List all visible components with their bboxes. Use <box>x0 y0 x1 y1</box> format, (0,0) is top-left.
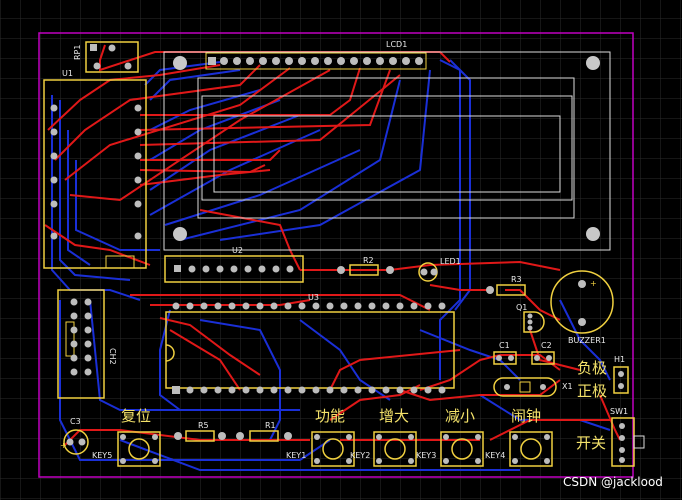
key3-button: KEY3 <box>416 431 484 467</box>
buzzer1-label: BUZZER1 <box>568 336 606 345</box>
r3-label: R3 <box>511 275 522 284</box>
rp1-component: RP1 <box>73 41 139 73</box>
h1-label: H1 <box>614 355 625 364</box>
c1-component: C1 <box>493 341 517 365</box>
led1-label: LED1 <box>440 257 461 266</box>
function-label: 功能 <box>315 407 345 425</box>
c3-plus-sign: + <box>60 441 67 450</box>
key2-button: KEY2 <box>350 431 417 467</box>
x1-crystal: X1 <box>493 377 573 397</box>
c3-label: C3 <box>70 417 81 426</box>
u1-component: U1 <box>43 69 147 269</box>
lcd1-label: LCD1 <box>386 40 407 49</box>
ch2-label: CH2 <box>108 348 117 365</box>
r5-label: R5 <box>198 421 209 430</box>
u2-component: U2 <box>164 246 304 283</box>
reset-label: 复位 <box>121 407 151 425</box>
sw1-switch: SW1 <box>610 407 645 467</box>
c3-component: + C3 <box>60 417 89 455</box>
u3-label: U3 <box>308 293 319 302</box>
switch-label: 开关 <box>576 434 606 452</box>
buzzer1-component: + BUZZER1 <box>550 270 614 345</box>
u1-label: U1 <box>62 69 73 78</box>
r2-component: R2 <box>337 256 394 276</box>
ch2-connector: CH2 <box>57 289 117 399</box>
lcd-module: LCD1 <box>163 40 611 251</box>
u3-component: U3 <box>165 293 455 394</box>
key3-label: KEY3 <box>416 451 436 460</box>
key1-label: KEY1 <box>286 451 306 460</box>
q1-component: Q1 <box>516 303 545 333</box>
key5-label: KEY5 <box>92 451 112 460</box>
c2-label: C2 <box>541 341 552 350</box>
bottom-layer-traces <box>51 59 611 471</box>
q1-label: Q1 <box>516 303 527 312</box>
buzzer-plus-sign: + <box>590 279 597 288</box>
top-layer-traces <box>44 44 621 446</box>
increase-label: 增大 <box>379 407 409 425</box>
negative-label: 负极 <box>577 359 607 377</box>
x1-label: X1 <box>562 382 573 391</box>
c1-label: C1 <box>499 341 510 350</box>
r2-label: R2 <box>363 256 374 265</box>
led1-component: LED1 <box>418 257 461 282</box>
key1-button: KEY1 <box>286 431 355 467</box>
h1-connector: H1 <box>613 355 629 394</box>
c2-component: C2 <box>531 341 555 365</box>
sw1-label: SW1 <box>610 407 628 416</box>
key5-button: KEY5 <box>92 431 161 467</box>
r1-label: R1 <box>265 421 276 430</box>
key2-label: KEY2 <box>350 451 370 460</box>
rp1-label: RP1 <box>73 45 82 60</box>
board-outline <box>38 32 634 478</box>
u2-label: U2 <box>232 246 243 255</box>
r3-component: R3 <box>486 275 526 296</box>
key4-button: KEY4 <box>485 431 553 467</box>
r5-component: R5 <box>174 421 226 442</box>
positive-label: 正极 <box>577 382 607 400</box>
csdn-watermark: CSDN @jacklood <box>563 475 663 489</box>
decrease-label: 减小 <box>445 407 475 425</box>
key4-label: KEY4 <box>485 451 505 460</box>
alarm-label: 闹钟 <box>511 407 541 425</box>
r1-component: R1 <box>236 421 292 442</box>
